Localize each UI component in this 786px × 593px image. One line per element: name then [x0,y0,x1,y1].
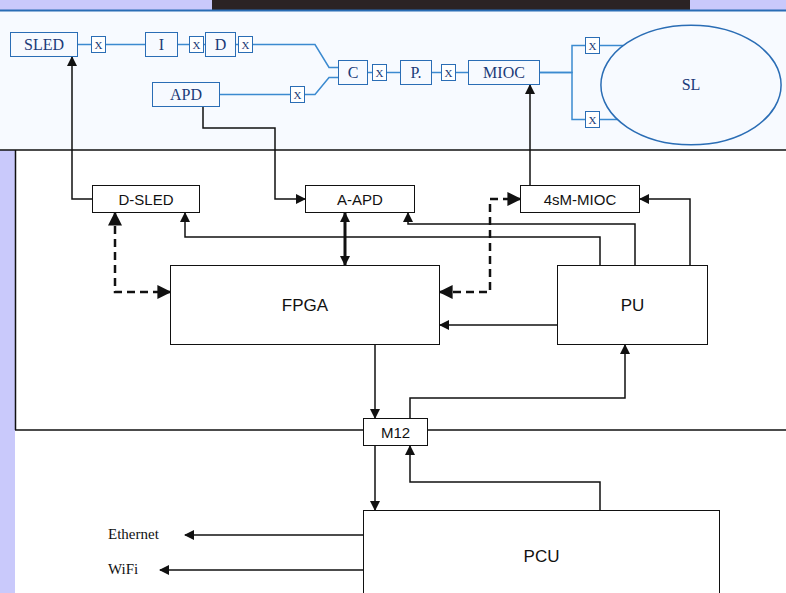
fiber-link [600,119,617,121]
fiber-link [456,72,468,74]
node-label: P. [410,64,421,82]
control-block: M12 [363,418,428,446]
signal-arrow [440,324,557,326]
node-label: X [95,39,103,51]
node-label: PU [621,296,645,315]
node-label: MIOC [483,64,525,82]
panel-border [15,150,17,430]
node-label: A-APD [337,191,383,208]
node-label: X [376,67,384,79]
sensing-coil: SL [600,24,782,146]
signal-arrow [410,345,625,418]
fiber-splice: X [238,36,253,53]
control-bus [115,213,170,292]
panel-border [0,149,786,151]
interface-label: WiFi [108,561,138,578]
signal-arrow [374,446,376,510]
photo-strip [212,0,690,11]
fiber-link [220,94,290,96]
output-arrow [160,569,363,571]
fiber-link [305,78,338,95]
fiber-splice: X [372,64,387,81]
processing-unit: PCU [363,510,720,593]
optical-component: MIOC [468,60,540,85]
control-bus [440,199,520,292]
fiber-splice: X [585,111,600,128]
signal-arrow [72,57,92,199]
fiber-splice: X [91,36,106,53]
signal-arrow [410,446,600,510]
node-label: X [193,39,201,51]
fiber-splice: X [189,36,204,53]
fiber-splice: X [290,86,305,103]
optical-component: SLED [10,32,78,57]
node-label: X [294,89,302,101]
node-label: X [589,114,597,126]
node-label: X [445,67,453,79]
signal-arrow [640,199,690,265]
signal-arrow [203,107,305,199]
fiber-link [540,73,585,120]
node-label: PCU [524,547,560,566]
control-block: D-SLED [92,185,200,213]
optical-component: P. [400,60,432,85]
control-block: 4sM-MIOC [520,185,640,213]
processing-unit: PU [557,265,708,345]
signal-arrow [344,213,347,265]
node-label: X [589,40,597,52]
node-label: X [242,39,250,51]
optical-component: D [205,32,236,57]
signal-arrow [185,213,600,265]
fiber-link [253,45,338,68]
fiber-splice: X [585,37,600,54]
output-arrow [185,534,363,536]
signal-arrow [529,85,531,185]
fiber-link [178,44,189,46]
fiber-splice: X [441,64,456,81]
node-label: D-SLED [118,191,173,208]
fiber-link [540,46,585,73]
node-label: M12 [381,424,410,441]
node-label: SLED [24,36,64,54]
signal-arrow [408,213,635,265]
fiber-link [106,44,145,46]
fiber-link [432,72,441,74]
node-label: I [159,36,164,54]
coil-outline [601,25,781,145]
node-label: D [215,36,227,54]
fiber-link [387,72,400,74]
processing-unit: FPGA [170,265,440,345]
interface-label: Ethernet [108,526,159,543]
panel-border [0,10,786,12]
fiber-link [78,44,91,46]
signal-arrow [374,345,376,418]
optical-component: APD [152,82,220,107]
fiber-link [600,45,623,47]
optics-panel [0,10,786,150]
node-label: C [348,64,359,82]
node-label: FPGA [282,296,328,315]
node-label: SL [682,76,701,94]
optical-component: I [145,32,178,57]
node-label: 4sM-MIOC [544,191,617,208]
optical-component: C [338,60,368,85]
control-block: A-APD [305,185,415,213]
node-label: APD [170,86,202,104]
